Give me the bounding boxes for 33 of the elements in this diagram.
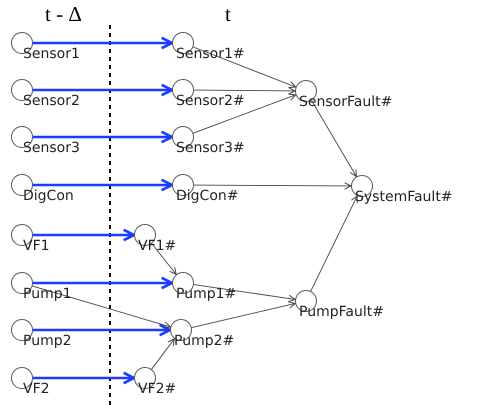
arrow xyxy=(33,130,174,144)
arrow xyxy=(194,182,352,190)
node-label: VF2# xyxy=(138,381,176,398)
node-label: Sensor2# xyxy=(176,93,245,110)
arrow xyxy=(33,36,174,50)
node-label: Sensor1 xyxy=(23,46,80,63)
arrow xyxy=(33,276,174,290)
node-label: VF1 xyxy=(23,238,50,255)
arrow xyxy=(191,301,296,328)
node-label: DigCon# xyxy=(176,188,239,205)
node-label: PumpFault# xyxy=(299,304,384,321)
node-label: VF2 xyxy=(23,381,50,398)
node-label: Sensor3# xyxy=(176,140,245,157)
arrow xyxy=(33,84,174,96)
arrow xyxy=(32,286,171,329)
node-label: Pump1# xyxy=(176,286,236,303)
arrow xyxy=(311,100,357,177)
node-label: Sensor3 xyxy=(23,140,80,157)
arrow xyxy=(192,94,296,134)
node-label: Pump2# xyxy=(174,333,234,350)
arrow xyxy=(33,324,172,336)
arrow xyxy=(194,87,296,95)
node-label: Sensor2 xyxy=(23,93,80,110)
arrow xyxy=(310,195,358,292)
arrow xyxy=(33,228,136,242)
time-label: t xyxy=(225,2,231,26)
time-label: t - Δ xyxy=(45,2,82,26)
arrow xyxy=(151,338,175,370)
arrow xyxy=(193,284,296,302)
arrow xyxy=(33,178,174,192)
node-label: Pump2 xyxy=(23,333,72,350)
arrow xyxy=(33,372,136,384)
node-label: DigCon xyxy=(23,188,74,205)
